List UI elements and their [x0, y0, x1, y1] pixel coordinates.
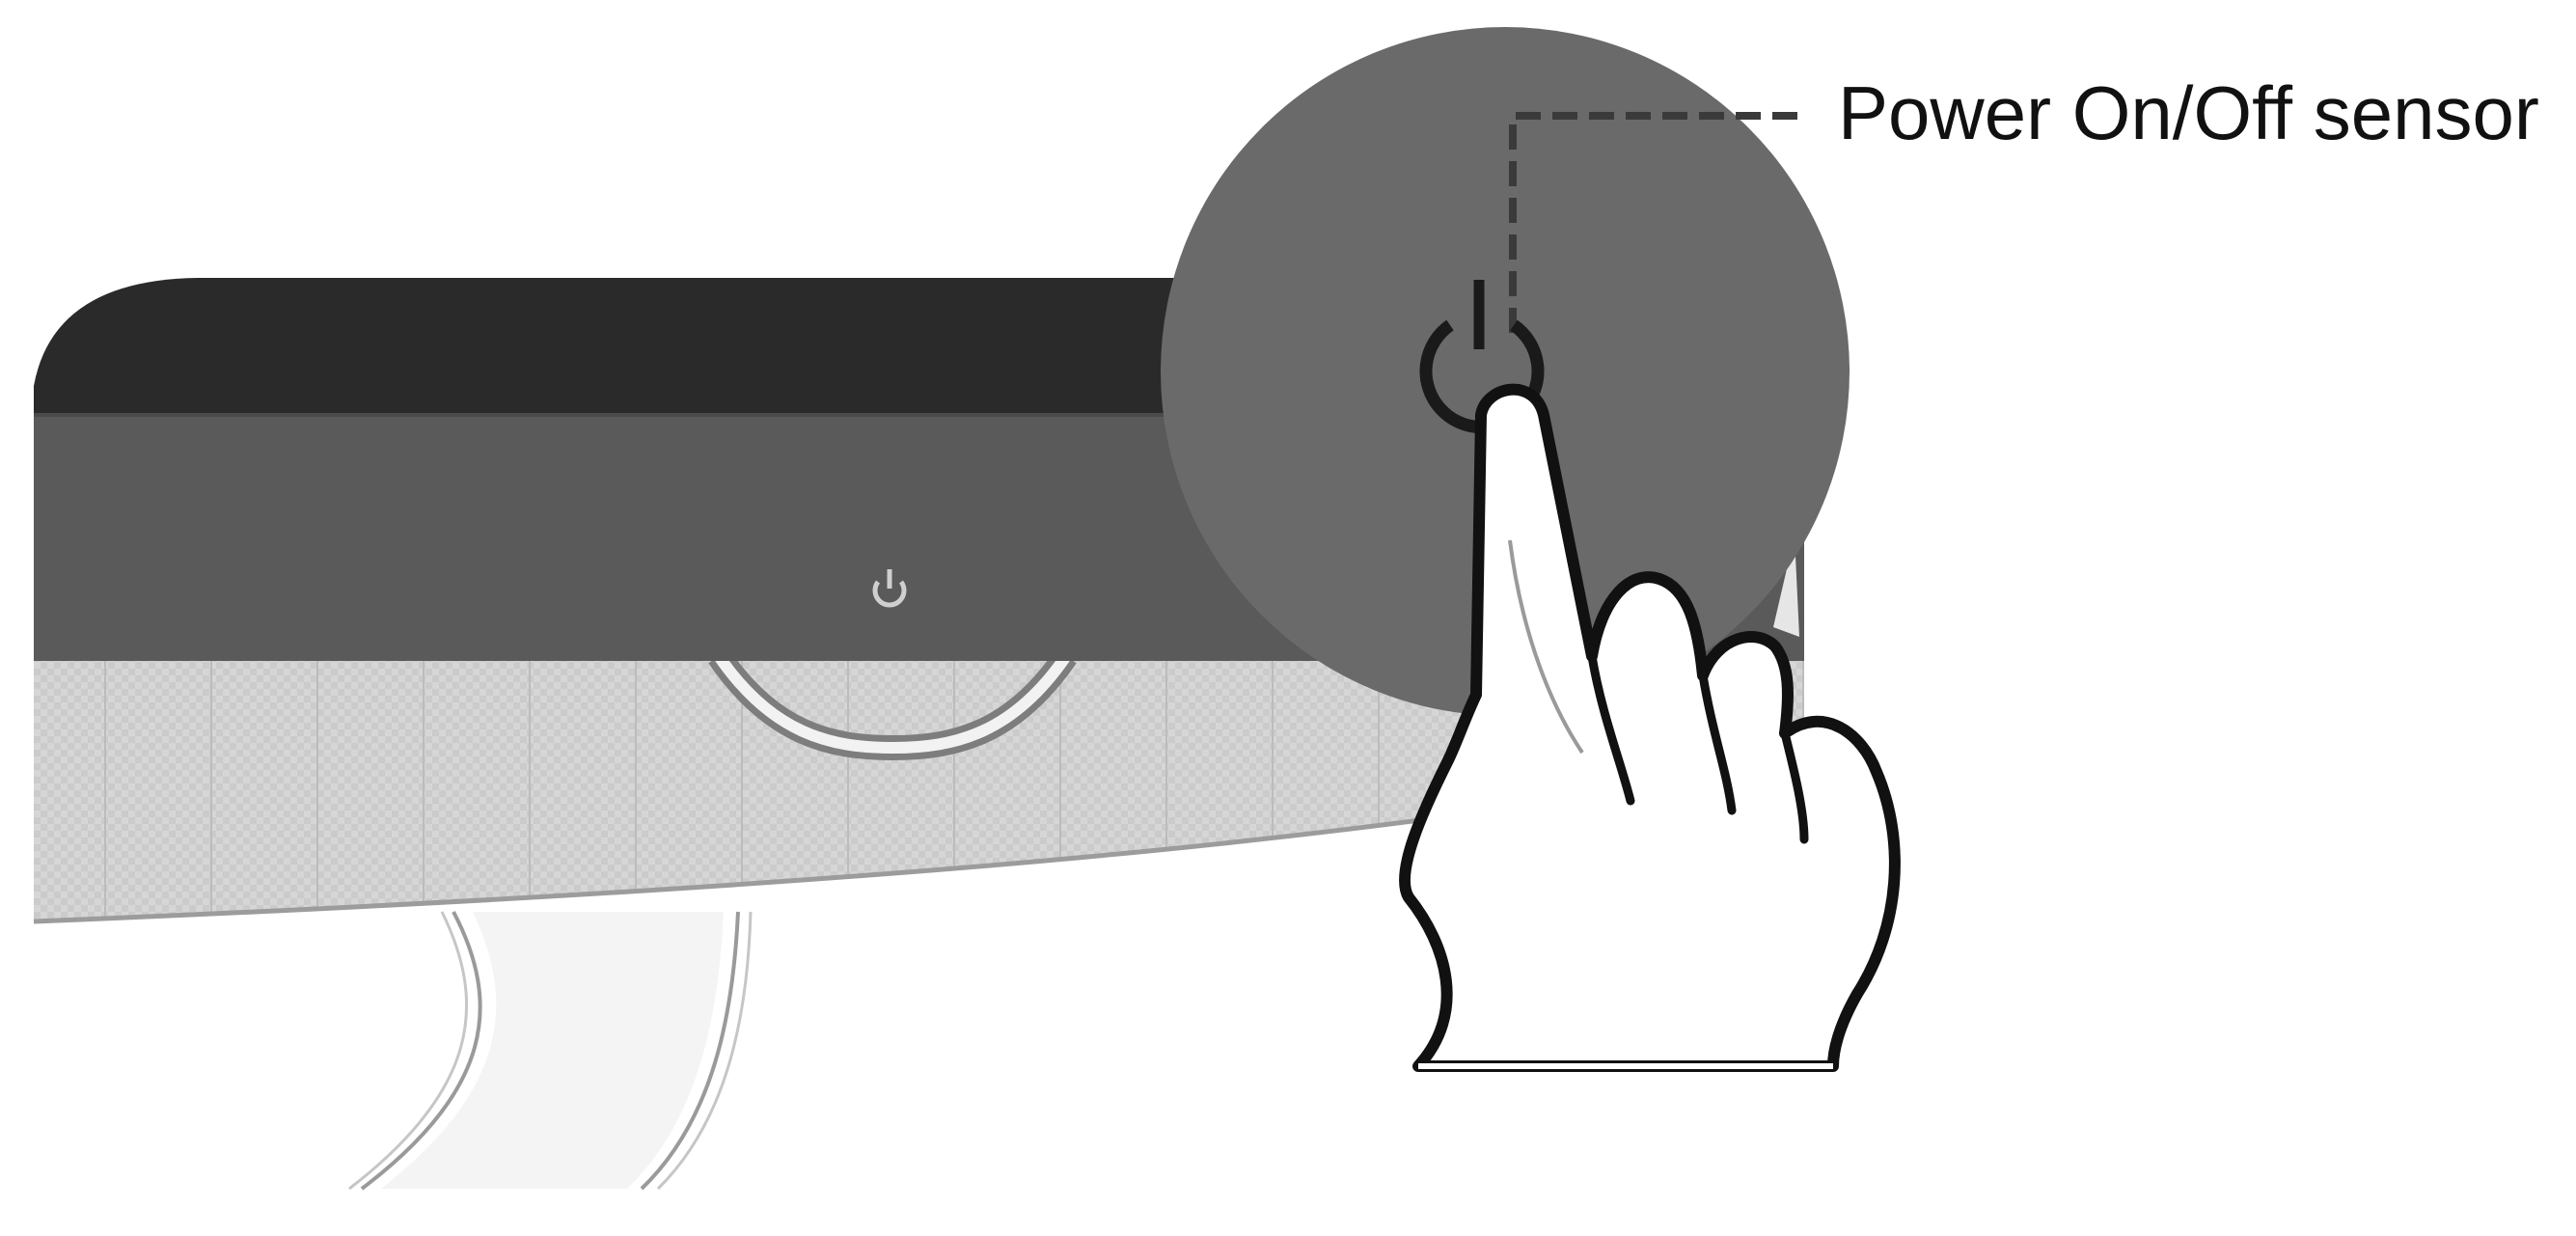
- callout-leader-line: [1509, 112, 1799, 333]
- pointing-hand-icon: [1399, 383, 1901, 1072]
- monitor-stand: [348, 911, 753, 1191]
- callout-label: Power On/Off sensor: [1838, 70, 2539, 155]
- power-icon: [872, 569, 907, 608]
- magnifier-circle: [1161, 27, 1850, 716]
